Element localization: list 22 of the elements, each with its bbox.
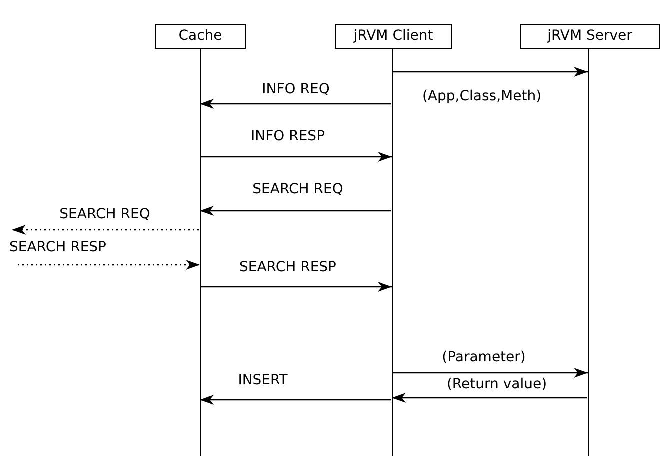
edge-label: (Parameter) bbox=[441, 350, 527, 366]
message-arrow bbox=[200, 395, 391, 405]
message-arrow bbox=[392, 393, 587, 403]
participant-box: jRVM Server bbox=[520, 24, 660, 49]
message-arrow bbox=[200, 206, 391, 216]
lifeline bbox=[392, 49, 393, 456]
message-arrow bbox=[393, 67, 588, 77]
message-arrow bbox=[201, 152, 392, 162]
message-arrow bbox=[200, 99, 391, 109]
lifeline bbox=[588, 49, 589, 456]
message-arrow bbox=[18, 260, 200, 270]
participant-box: jRVM Client bbox=[335, 24, 452, 49]
lifeline bbox=[200, 49, 201, 456]
edge-label: SEARCH REQ bbox=[252, 182, 344, 198]
edge-label: (App,Class,Meth) bbox=[421, 88, 543, 106]
edge-label: (Return value) bbox=[446, 376, 548, 394]
edge-label: SEARCH REQ bbox=[58, 206, 152, 224]
message-arrow bbox=[12, 225, 199, 235]
edge-label: INFO REQ bbox=[261, 82, 331, 98]
message-arrow bbox=[393, 368, 588, 378]
message-arrow bbox=[201, 282, 392, 292]
participant-box: Cache bbox=[155, 24, 246, 49]
